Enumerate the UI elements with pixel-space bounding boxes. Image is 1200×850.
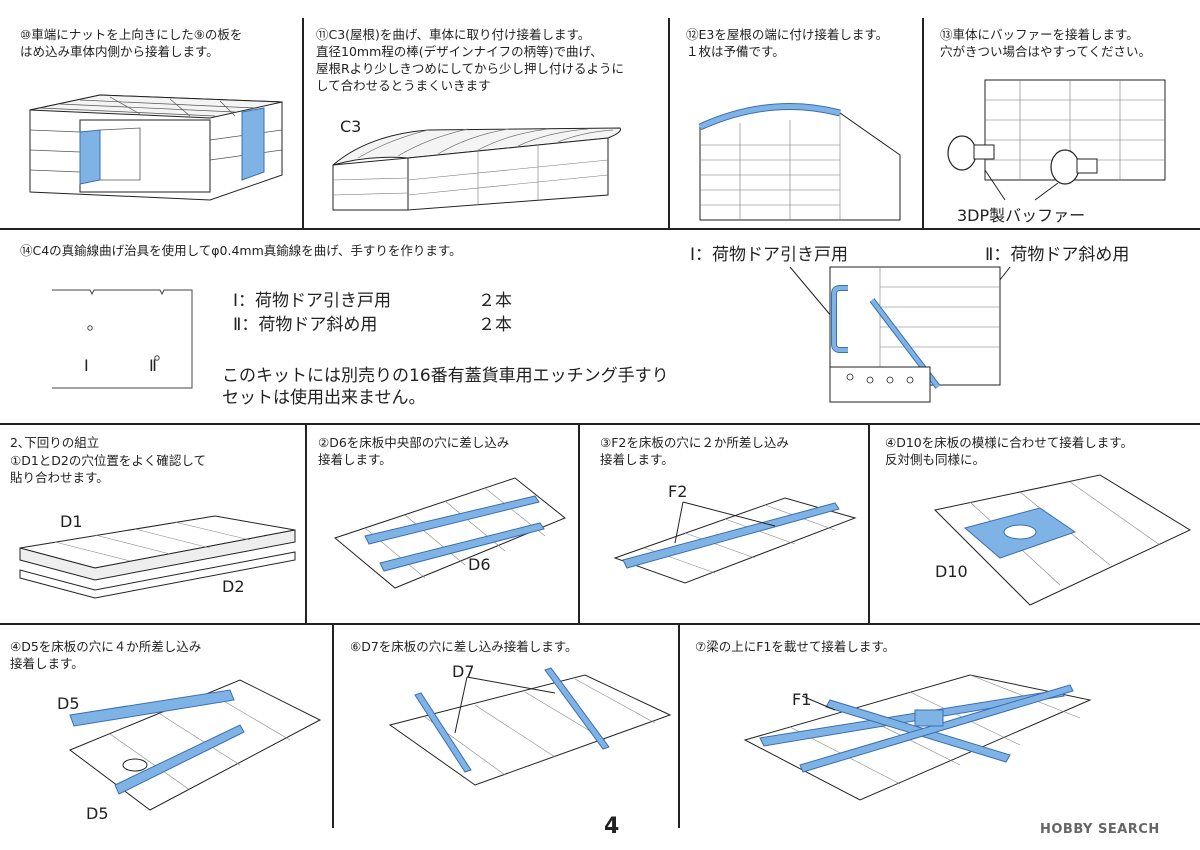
label-d1: D1 [60,512,83,531]
step-10-text: ⑩車端にナットを上向きにした⑨の板を はめ込み車体内側から接着します。 [20,27,243,59]
underframe-step-6-text: ⑥D7を床板の穴に差し込み接着します。 [350,639,578,654]
step-12-text: ⑫E3を屋根の端に付け接着します。 １枚は予備です。 [686,27,889,59]
divider-row1 [0,228,1200,230]
label-door-sliding: Ⅰ：荷物ドア引き戸用 [690,245,849,265]
label-buffer: 3DP製バッファー [957,206,1086,225]
label-d6: D6 [468,555,491,574]
brand-watermark: HOBBY SEARCH [1040,822,1160,837]
underframe-step-5-text: ④D5を床板の穴に４か所差し込み 接着します。 [10,639,202,671]
step-11-text: ⑪C3(屋根)を曲げ、車体に取り付け接着します。 直径10mm程の棒(デザインナ… [316,27,625,93]
underframe-step-4-text: ④D10を床板の模様に合わせて接着します。 反対側も同様に。 [885,435,1133,467]
floor-plates-illustration [19,515,296,599]
label-door-diagonal: Ⅱ：荷物ドア斜め用 [985,245,1130,265]
bending-jig-illustration [52,289,193,389]
handrail-type-1: Ⅰ：荷物ドア引き戸用 [233,291,392,311]
divider-v1 [302,18,304,228]
handrail-note: このキットには別売りの16番有蓋貨車用エッチング手すり セットは使用出来ません。 [222,366,669,408]
divider-v3 [922,18,924,228]
label-d5-top: D5 [57,694,80,713]
roof-end-illustration [698,103,901,221]
d10-illustration [933,474,1192,606]
handrail-illustration [789,266,1011,403]
underframe-step-1-text: ①D1とD2の穴位置をよく確認して 貼り合わせます。 [10,453,206,485]
divider-row3 [0,623,1200,625]
jig-mark-ii: Ⅱ [149,356,157,375]
label-d2: D2 [222,577,245,596]
divider-v4 [305,423,307,623]
underframe-step-7-text: ⑦梁の上にF1を載せて接着します。 [695,639,896,654]
divider-row2 [0,423,1200,425]
divider-v2 [668,18,670,228]
underframe-step-3-text: ③F2を床板の穴に２か所差し込み 接着します。 [600,435,789,467]
handrail-type-2-qty: ２本 [478,315,512,335]
underframe-step-2-text: ②D6を床板中央部の穴に差し込み 接着します。 [318,435,510,467]
underframe-title: 2､下回りの組立 [10,435,100,450]
car-body-illustration [29,94,283,201]
f1-illustration [743,674,1092,801]
buffer-illustration [947,79,1166,201]
label-d5-bottom: D5 [86,804,109,823]
handrail-type-2: Ⅱ：荷物ドア斜め用 [233,315,378,335]
page-number: 4 [604,814,620,839]
step-14-text: ⑭C4の真鍮線曲げ治具を使用してφ0.4mm真鍮線を曲げ、手すりを作ります。 [20,243,462,258]
f2-illustration [613,497,857,584]
label-d7: D7 [452,662,475,681]
jig-mark-i: Ⅰ [84,356,89,375]
label-d10: D10 [935,562,968,581]
label-f2: F2 [668,482,688,501]
handrail-type-1-qty: ２本 [478,291,512,311]
divider-v5 [578,423,580,623]
label-c3: C3 [340,117,362,136]
divider-v6 [868,423,870,623]
d5-illustration [68,679,322,811]
label-f1: F1 [792,690,812,709]
d6-illustration [333,477,566,589]
roof-illustration [332,127,621,211]
step-13-text: ⑬車体にバッファーを接着します。 穴がきつい場合はやすってください。 [940,27,1152,59]
d7-illustration [388,667,672,786]
divider-v7 [332,623,334,828]
divider-v8 [678,623,680,828]
